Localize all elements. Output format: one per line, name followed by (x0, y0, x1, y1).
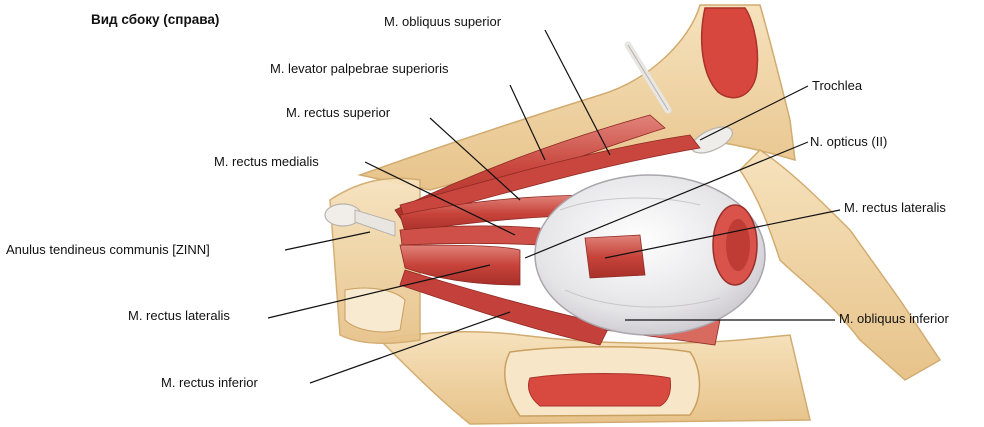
label-n-opticus: N. opticus (II) (810, 134, 887, 150)
label-rectus-inferior: M. rectus inferior (161, 375, 258, 391)
label-rectus-lateralis-left: M. rectus lateralis (128, 308, 230, 324)
label-obliquus-superior: M. obliquus superior (384, 14, 501, 30)
label-rectus-medialis: M. rectus medialis (214, 154, 319, 170)
label-trochlea: Trochlea (812, 78, 862, 94)
eyeball (535, 175, 765, 335)
label-rectus-superior: M. rectus superior (286, 105, 390, 121)
label-anulus-tendineus: Anulus tendineus communis [ZINN] (6, 242, 210, 258)
label-levator-palpebrae: M. levator palpebrae superioris (270, 61, 448, 77)
label-rectus-lateralis-right: M. rectus lateralis (844, 200, 946, 216)
view-title: Вид сбоку (справа) (91, 12, 219, 28)
label-obliquus-inferior: M. obliquus inferior (839, 311, 949, 327)
maxilla-bone (380, 332, 810, 424)
